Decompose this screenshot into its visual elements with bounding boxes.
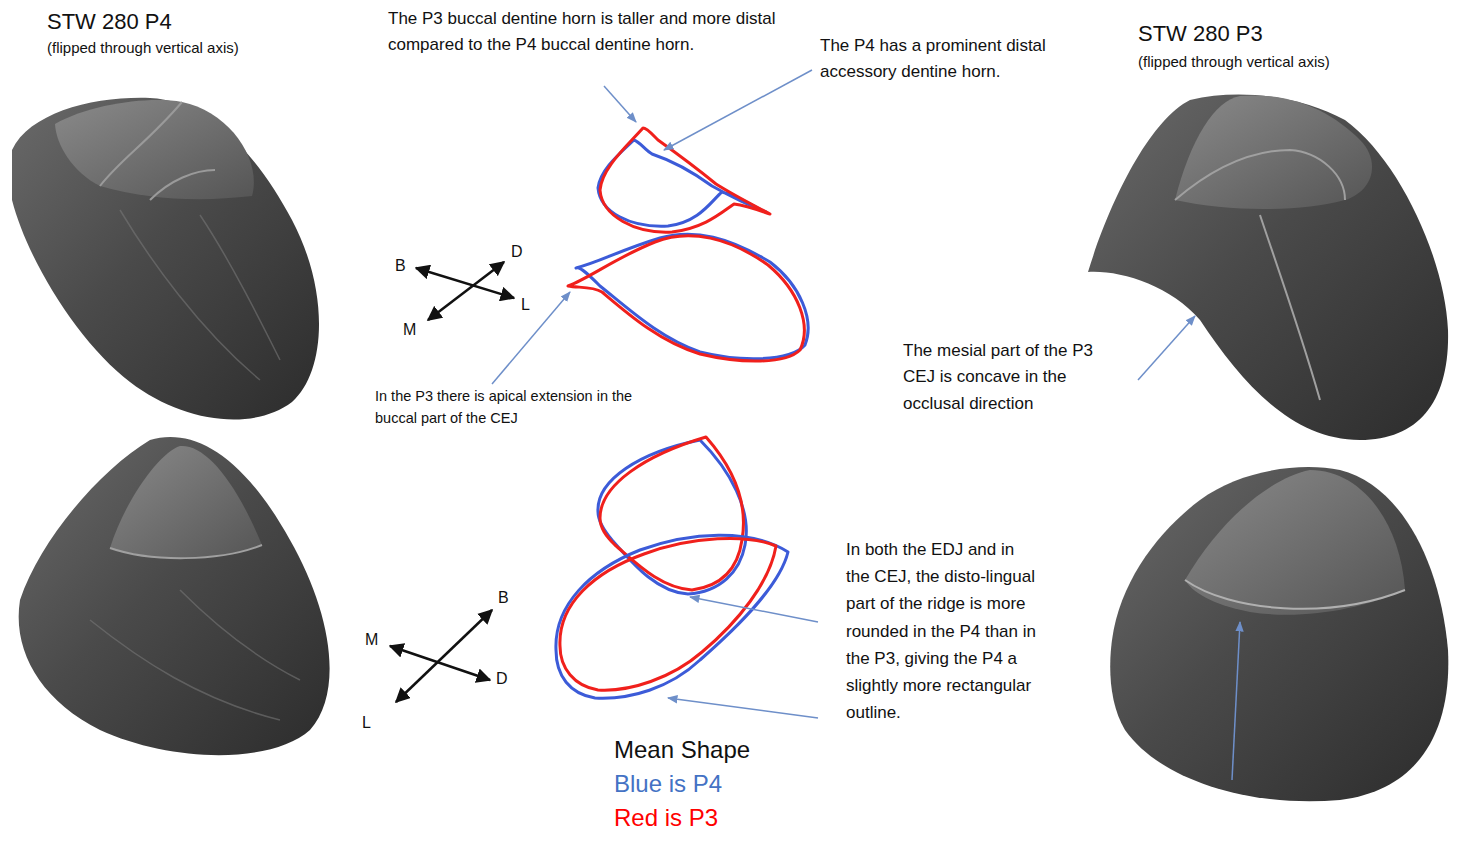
annotation: The P3 buccal dentine horn is taller and… xyxy=(388,6,778,59)
tooth-render xyxy=(1088,94,1448,440)
leader-line xyxy=(664,70,812,150)
ridge-line xyxy=(1185,580,1405,609)
axis-arrow xyxy=(390,646,490,680)
specimen-title: STW 280 P4 xyxy=(47,8,172,37)
p3-cej xyxy=(560,538,776,690)
occlusal-surface xyxy=(1175,95,1372,209)
axis-arrow xyxy=(416,268,514,298)
tooth-render xyxy=(12,98,319,420)
p4-cej xyxy=(556,535,788,698)
specimen-note: (flipped through vertical axis) xyxy=(1138,52,1330,72)
legend-text: Red is P3 xyxy=(614,804,718,831)
annotation: In both the EDJ and in the CEJ, the dist… xyxy=(846,536,1041,726)
axis-letter: D xyxy=(511,242,523,261)
axis-letter: D xyxy=(496,669,508,688)
tooth-body xyxy=(12,98,319,420)
axis-letter: M xyxy=(403,320,416,339)
annotation: The mesial part of the P3 CEJ is concave… xyxy=(903,338,1108,417)
occlusal-surface xyxy=(110,446,262,559)
axis-cross xyxy=(390,262,514,702)
legend-text: Blue is P4 xyxy=(614,770,722,797)
annotation: The P4 has a prominent distal accessory … xyxy=(820,33,1060,86)
ridge-line xyxy=(100,102,215,200)
mean-shape-outline xyxy=(556,437,788,698)
annotation: In the P3 there is apical extension in t… xyxy=(375,386,650,430)
leader-line xyxy=(492,292,570,384)
mean-shape-outline xyxy=(568,128,808,361)
ridge-line xyxy=(110,545,262,558)
legend-entry: Blue is P4 xyxy=(614,768,722,799)
tooth-render xyxy=(1110,467,1448,801)
legend-heading: Mean Shape xyxy=(614,734,750,765)
axis-letter: L xyxy=(362,713,371,732)
p3-edj xyxy=(600,437,743,590)
specimen-title: STW 280 P3 xyxy=(1138,20,1263,49)
p3-edj xyxy=(600,128,770,232)
leader-line xyxy=(690,597,818,622)
tooth-body xyxy=(1110,467,1448,801)
leader-line xyxy=(1232,622,1240,780)
occlusal-surface xyxy=(55,100,254,199)
tooth-render xyxy=(19,437,330,755)
axis-letter: B xyxy=(395,256,406,275)
axis-arrow xyxy=(428,262,504,320)
occlusal-surface xyxy=(1185,470,1405,615)
tooth-body xyxy=(1088,94,1448,440)
leader-line xyxy=(1138,316,1195,380)
p4-edj xyxy=(598,140,766,226)
axis-arrow xyxy=(396,610,492,702)
leader-line xyxy=(668,698,818,718)
shading xyxy=(120,210,280,380)
p4-cej xyxy=(576,234,808,359)
leader-line xyxy=(604,86,636,122)
p3-cej xyxy=(568,236,804,361)
legend-entry: Red is P3 xyxy=(614,802,718,833)
axis-letter: M xyxy=(365,630,378,649)
shading xyxy=(90,590,300,720)
tooth-body xyxy=(19,437,330,755)
ridge-line xyxy=(1175,150,1345,400)
axis-letter: B xyxy=(498,588,509,607)
axis-letter: L xyxy=(521,295,530,314)
specimen-note: (flipped through vertical axis) xyxy=(47,38,239,58)
